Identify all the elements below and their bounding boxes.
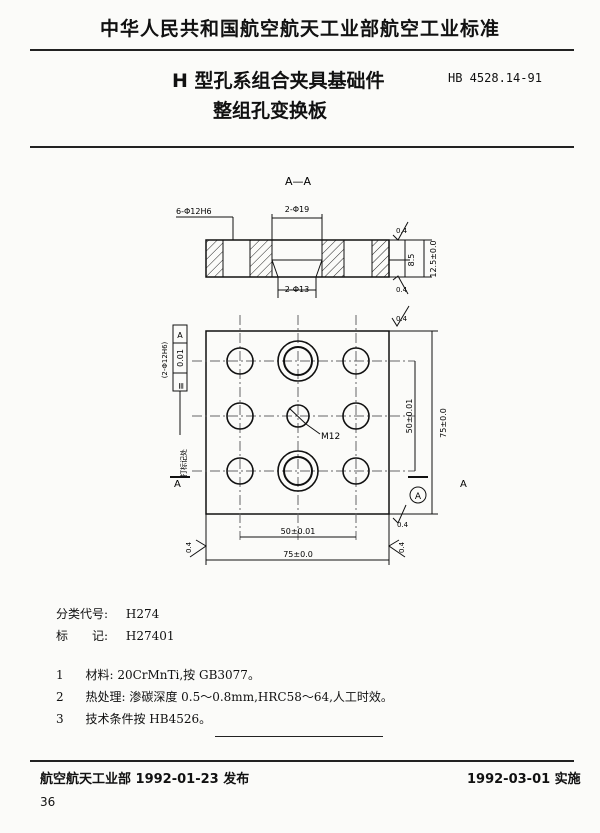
footer-rule (30, 760, 574, 762)
tol-datum: A (177, 331, 183, 340)
section-view: A—A 6-Φ12H6 2-Φ19 2-Φ13 8.5 12.5±0.0 0.4… (176, 175, 438, 298)
mark-location-label: 打标记处 (179, 449, 188, 477)
dim-50-h: 50±0.01 (281, 527, 316, 536)
counterbore-outer (277, 450, 319, 492)
tol-value: 0.01 (176, 349, 185, 367)
dim-75-v: 75±0.0 (439, 408, 448, 438)
mark-label: 标 记: (56, 629, 109, 643)
title-rule (30, 146, 574, 148)
mark-value: H27401 (125, 629, 175, 643)
note-text: 热处理: 渗碳深度 0.5～0.8mm,HRC58～64,人工时效。 (85, 690, 393, 704)
dim-8-5: 8.5 (407, 254, 416, 267)
page-number: 36 (40, 795, 56, 809)
dim-2hole-bottom: 2-Φ13 (285, 285, 309, 294)
roughness-bottom: 0.4 (396, 286, 408, 294)
standard-number: HB 4528.14-91 (448, 71, 542, 85)
roughness-plan-top: 0.4 (396, 315, 408, 323)
footer-effective: 1992-03-01 实施 (467, 772, 581, 787)
title-line-2: 整组孔变换板 (213, 100, 328, 122)
title-line-1: H 型孔系组合夹具基础件 (172, 70, 385, 92)
note-3: 3 技术条件按 HB4526。 (56, 710, 211, 727)
section-label: A—A (285, 175, 312, 188)
dim-50-v: 50±0.01 (405, 399, 414, 434)
note-number: 3 (56, 712, 64, 726)
counterbore-inner (283, 456, 313, 486)
hole (226, 402, 254, 430)
hatch-left-outer (205, 239, 224, 278)
footer-issuer: 航空航天工业部 1992-01-23 发布 (40, 772, 250, 787)
note-number: 1 (56, 668, 64, 682)
hole (226, 347, 254, 375)
dim-2hole-top: 2-Φ19 (285, 205, 309, 214)
tol-feature: (2-Φ12H6) (161, 341, 169, 378)
dim-m12: M12 (321, 432, 340, 442)
roughness-plan-right: 0.4 (397, 521, 409, 529)
note-text: 技术条件按 HB4526。 (85, 712, 212, 726)
note-number: 2 (56, 690, 64, 704)
dim-6hole: 6-Φ12H6 (176, 207, 212, 216)
note-text: 材料: 20CrMnTi,按 GB3077。 (85, 668, 260, 682)
counterbore-inner (283, 346, 313, 376)
roughness-plan-right2: 0.4 (398, 541, 406, 553)
dim-75-h: 75±0.0 (283, 550, 313, 559)
class-code-label: 分类代号: (56, 607, 109, 621)
hole (342, 457, 370, 485)
hatch-right-outer (371, 239, 390, 278)
datum-circle (409, 486, 427, 504)
tol-sym: ≡ (177, 382, 187, 390)
roughness-plan-left: 0.4 (185, 541, 193, 553)
header-rule (30, 49, 574, 51)
dim-12-5: 12.5±0.0 (429, 240, 438, 277)
notes-end-rule (215, 736, 383, 737)
hatch-right-inner (321, 239, 345, 278)
roughness-top: 0.4 (396, 227, 408, 235)
hole (342, 347, 370, 375)
issuing-organization: 中华人民共和国航空航天工业部航空工业标准 (99, 18, 500, 40)
hatch-left-inner (249, 239, 273, 278)
section-mark-right: A (460, 479, 467, 490)
section-outline (205, 239, 390, 278)
hole (342, 402, 370, 430)
section-mark-left: A (174, 479, 181, 490)
plan-view: M12 A 0.01 ≡ (2-Φ12H6) 打标记处 A A A 50±0.0… (161, 305, 467, 565)
technical-drawing: A—A 6-Φ12H6 2-Φ19 2-Φ13 8.5 12.5±0.0 0.4… (161, 175, 467, 565)
counterbore-outer (277, 340, 319, 382)
note-1: 1 材料: 20CrMnTi,按 GB3077。 (56, 666, 260, 683)
threaded-hole (286, 404, 310, 428)
class-code-value: H274 (125, 607, 160, 621)
hole (226, 457, 254, 485)
datum-letter: A (415, 492, 422, 502)
note-2: 2 热处理: 渗碳深度 0.5～0.8mm,HRC58～64,人工时效。 (56, 688, 393, 705)
